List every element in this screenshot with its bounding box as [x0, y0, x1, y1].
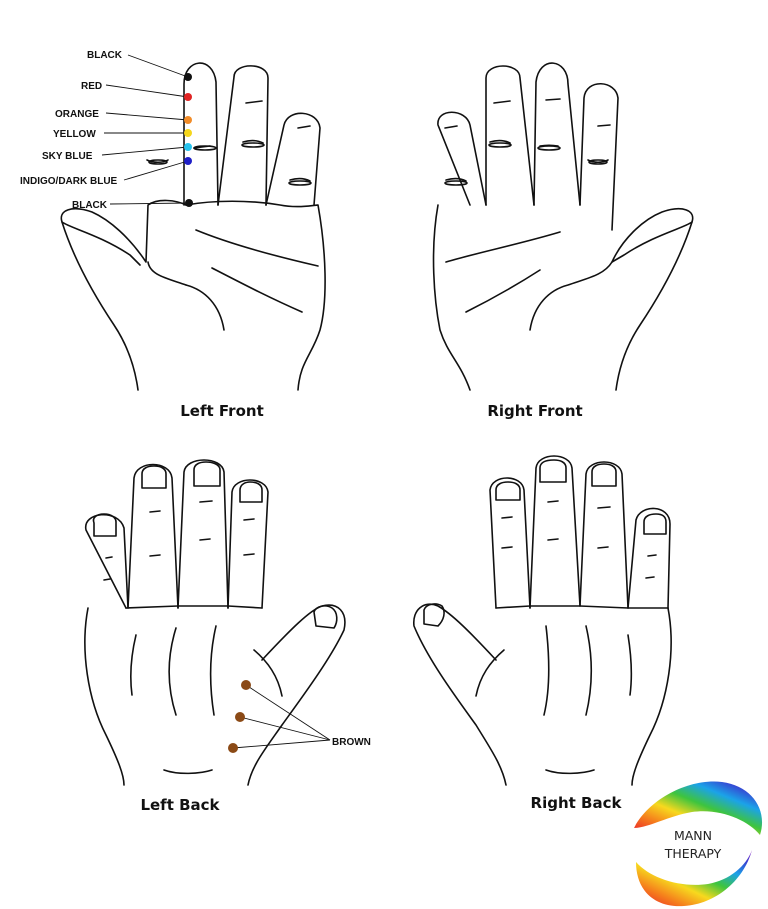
label-sky-blue: SKY BLUE [42, 151, 93, 162]
label-red: RED [81, 81, 102, 92]
leader-indigo [123, 160, 189, 181]
point-brown-3 [228, 743, 238, 753]
label-orange: ORANGE [55, 109, 99, 120]
caption-left-back: Left Back [140, 796, 220, 814]
point-red [184, 93, 192, 101]
caption-right-back: Right Back [531, 794, 623, 812]
caption-left-front: Left Front [180, 402, 264, 420]
left-back-points: BROWN [228, 680, 371, 753]
point-orange [184, 116, 192, 124]
left-front-hand [60, 62, 326, 391]
mann-therapy-logo: MANN THERAPY [634, 781, 763, 907]
leader-orange [105, 112, 189, 121]
leader-brown-1 [245, 684, 331, 741]
point-black-bottom [185, 199, 193, 207]
label-indigo: INDIGO/DARK BLUE [20, 176, 118, 187]
point-yellow [184, 129, 192, 137]
label-yellow: YELLOW [53, 129, 96, 140]
left-back-hand [84, 459, 346, 786]
leader-sky-blue [101, 146, 189, 156]
point-brown-2 [235, 712, 245, 722]
logo-text-therapy: THERAPY [664, 846, 722, 861]
leader-red [105, 84, 189, 98]
point-black-top [184, 73, 192, 81]
leader-black-top [127, 54, 189, 78]
point-sky-blue [184, 143, 192, 151]
caption-right-front: Right Front [487, 402, 582, 420]
leader-black-bottom [109, 202, 190, 205]
point-brown-1 [241, 680, 251, 690]
left-front-points: BLACK RED ORANGE YELLOW SKY BLUE INDIGO/… [20, 50, 193, 211]
leader-brown-2 [239, 716, 331, 741]
right-back-hand [413, 455, 672, 786]
label-black-top: BLACK [87, 50, 123, 61]
logo-rainbow-swoosh-bottom [636, 850, 752, 907]
logo-text-mann: MANN [674, 828, 712, 843]
label-black-bottom: BLACK [72, 200, 108, 211]
logo-rainbow-swoosh-top [634, 781, 763, 835]
point-indigo [184, 157, 192, 165]
leader-brown-3 [232, 739, 331, 749]
label-brown: BROWN [332, 737, 371, 748]
right-front-hand [432, 62, 694, 391]
